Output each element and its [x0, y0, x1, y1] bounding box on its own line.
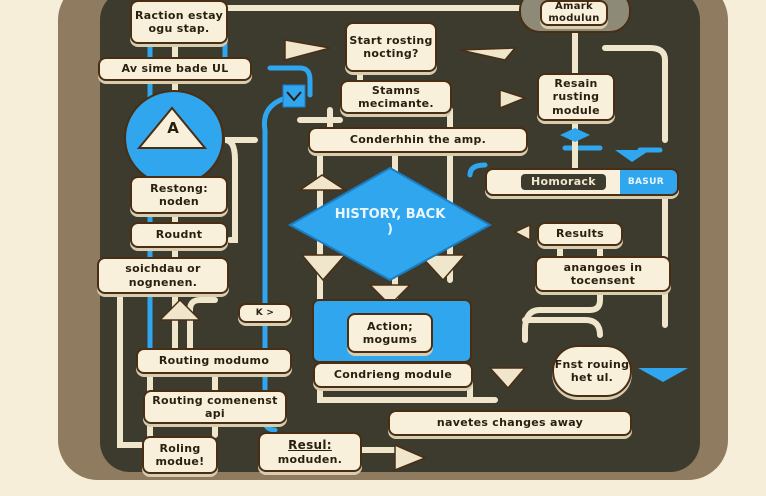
arrow-up — [297, 174, 348, 191]
node-raction[interactable]: Raction estay ogu stap. — [130, 0, 228, 44]
resul-title: Resul: — [288, 438, 332, 453]
basur-label: BASUR — [627, 176, 664, 187]
node-soichdau[interactable]: soichdau or nognenen. — [97, 257, 229, 294]
triangle-icon — [136, 106, 208, 149]
node-av-sime[interactable]: Av sime bade UL — [98, 57, 252, 81]
circle-letter: A — [167, 119, 179, 137]
node-condrieng[interactable]: Condrieng module — [313, 362, 473, 388]
arrow-right — [284, 39, 331, 61]
history-diamond — [287, 166, 493, 282]
node-resul[interactable]: Resul: moduden. — [258, 432, 362, 472]
node-restong[interactable]: Restong: noden — [130, 176, 228, 214]
homorack-label: Homorack — [521, 174, 606, 190]
arrow-down — [418, 254, 467, 282]
arrow-down — [300, 254, 347, 282]
arrow-right — [499, 88, 528, 110]
blue-funnel-icon — [615, 150, 650, 162]
node-routing-modumo[interactable]: Routing modumo — [136, 348, 292, 374]
node-routing-comenenst[interactable]: Routing comenenst api — [143, 390, 287, 424]
node-stamns[interactable]: Stamns mecimante. — [340, 80, 452, 114]
node-fnst[interactable]: Fnst rouing het ul. — [552, 345, 632, 397]
nav-arrows-button[interactable]: K > — [238, 303, 292, 323]
arrow-down — [368, 284, 412, 307]
node-resain[interactable]: Resain rusting module — [537, 73, 615, 121]
node-conderhhin[interactable]: Conderhhin the amp. — [308, 127, 528, 153]
resul-sub: moduden. — [277, 452, 343, 466]
node-navetes[interactable]: navetes changes away — [388, 410, 632, 436]
node-action[interactable]: Action; mogums — [347, 313, 433, 353]
node-results[interactable]: Results — [537, 222, 623, 246]
node-amark[interactable]: Amark modulun — [540, 0, 608, 26]
node-homorack-bar[interactable]: Homorack BASUR — [485, 168, 679, 196]
blue-funnel-icon — [638, 368, 688, 382]
arrow-left — [459, 47, 517, 61]
node-start[interactable]: Start rosting nocting? — [345, 22, 437, 72]
node-roling[interactable]: Roling modue! — [142, 436, 218, 474]
arrow-left — [513, 223, 531, 242]
history-back-decision[interactable]: HISTORY, BACK ) — [334, 207, 446, 237]
node-anangoes[interactable]: anangoes in tocensent — [535, 256, 671, 292]
chevron-down-icon — [286, 91, 302, 102]
arrow-up — [158, 298, 202, 321]
arrow-right — [394, 443, 427, 472]
arrow-down — [488, 367, 527, 390]
node-roudnt[interactable]: Roudnt — [130, 222, 228, 248]
blue-diamond-marker — [560, 128, 590, 142]
checkbox-square — [282, 84, 306, 108]
